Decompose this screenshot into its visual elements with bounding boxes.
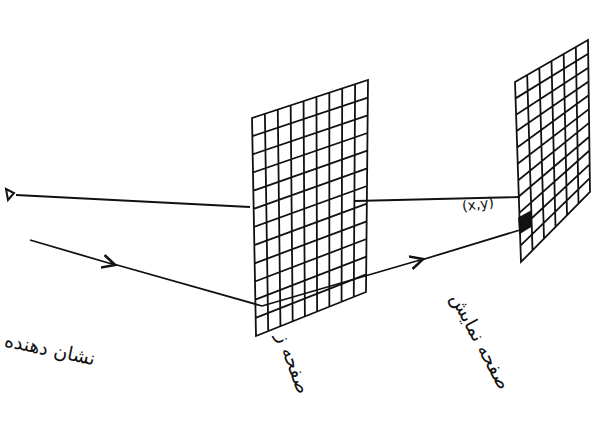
grid-plane-lines (252, 80, 368, 336)
ray-line (16, 195, 250, 207)
handwritten-label: نشان دهنده (3, 329, 98, 370)
hit-pixel (519, 212, 531, 233)
ray-line (418, 230, 520, 261)
handwritten-label: صفحه ز (273, 329, 315, 396)
screen-plane (515, 40, 590, 262)
ray-line (30, 240, 112, 264)
screen-plane-lines (515, 40, 590, 262)
eye-symbol (6, 189, 14, 200)
ray-line (262, 260, 420, 306)
ray-line (110, 263, 262, 306)
grid-plane (252, 80, 368, 336)
handwritten-label: صفحه نمایش (446, 289, 515, 393)
ray-line (355, 197, 520, 201)
handwritten-label: (x,y) (461, 194, 495, 214)
